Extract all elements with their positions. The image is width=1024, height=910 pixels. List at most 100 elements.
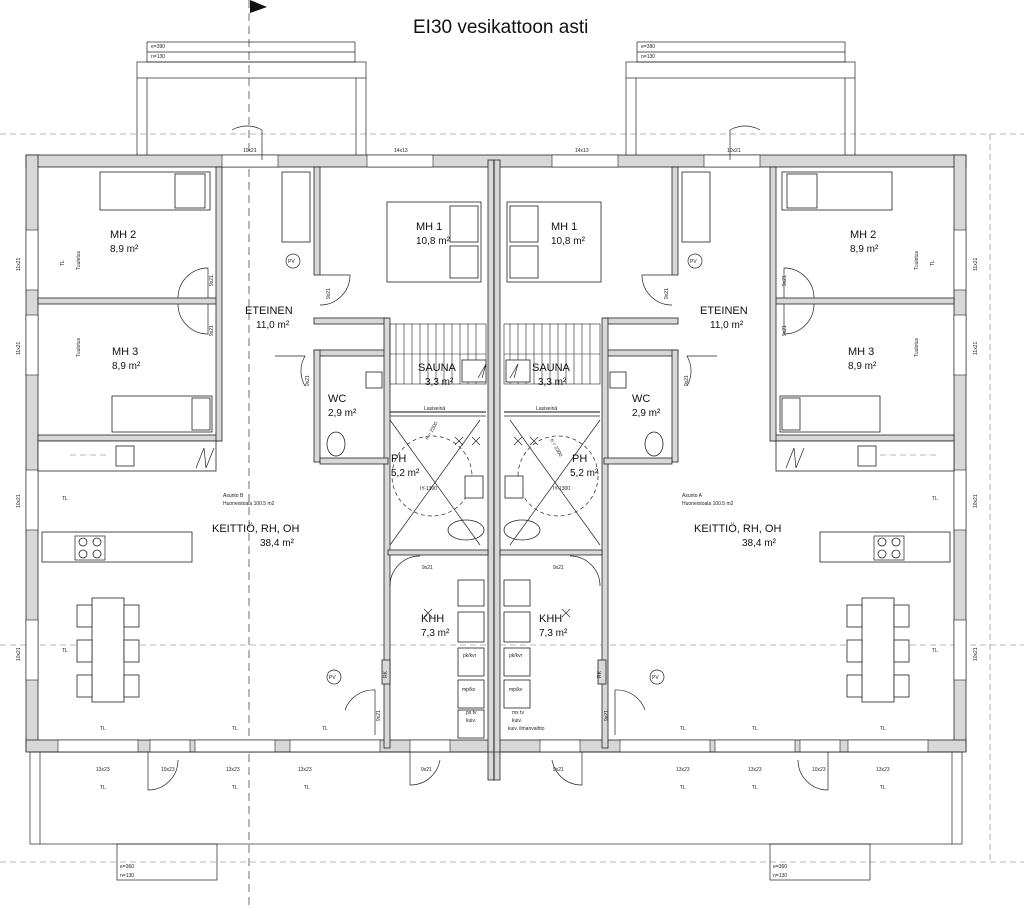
svg-text:mp/kv: mp/kv (462, 687, 476, 693)
svg-text:TL: TL (930, 260, 936, 266)
room-ph-left: PH (391, 453, 406, 465)
svg-text:9x21: 9x21 (664, 288, 670, 299)
svg-text:10x21: 10x21 (16, 647, 22, 661)
svg-text:Lasiseinä: Lasiseinä (536, 406, 557, 412)
svg-text:10,8 m²: 10,8 m² (416, 236, 451, 247)
svg-text:9x21: 9x21 (422, 565, 433, 571)
room-eteinen-right: ETEINEN (700, 305, 748, 317)
drawing-title: EI30 vesikattoon asti (413, 17, 588, 38)
svg-text:Tuuletus: Tuuletus (914, 251, 920, 270)
svg-text:3,3 m²: 3,3 m² (425, 377, 454, 388)
svg-text:n=130: n=130 (641, 54, 655, 60)
svg-text:kuiv.: kuiv. (466, 718, 476, 724)
svg-text:PV: PV (652, 675, 659, 681)
svg-text:PV: PV (329, 675, 336, 681)
svg-text:38,4 m²: 38,4 m² (742, 538, 777, 549)
room-eteinen-left: ETEINEN (245, 305, 293, 317)
svg-text:TL: TL (62, 648, 68, 654)
svg-text:ps tv: ps tv (466, 710, 477, 716)
svg-text:Huoneistoala 100.5 m2: Huoneistoala 100.5 m2 (223, 501, 275, 507)
svg-text:TL: TL (232, 785, 238, 791)
svg-text:PV: PV (690, 259, 697, 265)
svg-text:TL: TL (304, 785, 310, 791)
room-keittio-right: KEITTIÖ, RH, OH (694, 523, 781, 535)
svg-text:9x21: 9x21 (604, 710, 610, 721)
terrace-bottom: e=360 n=130 e=360 n=130 (29, 751, 963, 881)
svg-text:kuiv.: kuiv. (512, 718, 522, 724)
svg-text:11x21: 11x21 (973, 342, 979, 355)
room-khh-left: KHH (421, 613, 444, 625)
svg-text:9x21: 9x21 (684, 375, 690, 386)
room-mh2-right: MH 2 (850, 229, 876, 241)
svg-text:10x21: 10x21 (973, 647, 979, 661)
balcony-top-right: e=390 n=130 (625, 41, 856, 155)
svg-text:TL: TL (232, 726, 238, 732)
room-wc-right: WC (632, 393, 650, 405)
room-mh2-left: MH 2 (110, 229, 136, 241)
svg-text:7,3 m²: 7,3 m² (421, 628, 450, 639)
svg-text:13x23: 13x23 (96, 767, 110, 773)
svg-text:10x21: 10x21 (243, 148, 257, 154)
svg-text:RK: RK (597, 670, 603, 678)
light-symbols (423, 363, 571, 618)
svg-text:ms tv: ms tv (512, 710, 524, 716)
svg-text:e=390: e=390 (151, 44, 165, 50)
svg-text:h = 2300: h = 2300 (425, 421, 440, 441)
svg-text:Tuuletus: Tuuletus (76, 338, 82, 357)
room-wc-left: WC (328, 393, 346, 405)
room-mh3-right: MH 3 (848, 346, 874, 358)
unit-right: PV PV MH 2 8,9 m² MH 3 8,9 m² MH 1 10,8 … (499, 125, 979, 791)
svg-text:TL: TL (680, 785, 686, 791)
svg-text:e=360: e=360 (773, 864, 787, 870)
svg-text:14x13: 14x13 (394, 148, 408, 154)
svg-text:Huoneistoala 100.5 m2: Huoneistoala 100.5 m2 (682, 501, 734, 507)
svg-text:10,8 m²: 10,8 m² (551, 236, 586, 247)
svg-text:10x23: 10x23 (161, 767, 175, 773)
svg-text:Lasiseinä: Lasiseinä (424, 406, 445, 412)
svg-text:TL: TL (932, 648, 938, 654)
svg-text:TL: TL (62, 496, 68, 502)
svg-text:10x23: 10x23 (812, 767, 826, 773)
svg-text:TL: TL (322, 726, 328, 732)
svg-text:pk/kvr: pk/kvr (463, 653, 477, 659)
svg-text:10x21: 10x21 (727, 148, 741, 154)
room-sauna-right: SAUNA (532, 362, 571, 374)
svg-text:8,9 m²: 8,9 m² (110, 244, 139, 255)
north-flag-icon (250, 0, 267, 13)
svg-text:2,9 m²: 2,9 m² (328, 408, 357, 419)
svg-text:9x21: 9x21 (782, 325, 788, 336)
svg-text:13x23: 13x23 (748, 767, 762, 773)
svg-text:Asunto A: Asunto A (682, 493, 703, 499)
svg-text:IY-1300: IY-1300 (420, 486, 437, 492)
svg-text:9x21: 9x21 (326, 288, 332, 299)
svg-text:mp/kv: mp/kv (509, 687, 523, 693)
svg-text:TL: TL (752, 785, 758, 791)
svg-text:e=390: e=390 (641, 44, 655, 50)
svg-text:9x21: 9x21 (553, 767, 564, 773)
room-ph-right: PH (572, 453, 587, 465)
svg-text:Tuuletus: Tuuletus (914, 338, 920, 357)
svg-text:14x13: 14x13 (575, 148, 589, 154)
svg-text:11x21: 11x21 (16, 258, 22, 271)
balcony-top-left: e=390 n=130 (136, 41, 367, 155)
svg-text:5,2 m²: 5,2 m² (391, 468, 420, 479)
svg-text:pk/kvr: pk/kvr (509, 653, 523, 659)
svg-text:n=130: n=130 (120, 873, 134, 879)
svg-text:9x21: 9x21 (376, 710, 382, 721)
svg-text:TL: TL (880, 785, 886, 791)
svg-text:8,9 m²: 8,9 m² (112, 361, 141, 372)
svg-text:TL: TL (680, 726, 686, 732)
svg-text:9x21: 9x21 (209, 325, 215, 336)
svg-text:kuiv. ilmanvaihto: kuiv. ilmanvaihto (508, 726, 545, 732)
svg-text:Asunto B: Asunto B (223, 493, 244, 499)
svg-text:9x21: 9x21 (421, 767, 432, 773)
svg-text:TL: TL (100, 726, 106, 732)
svg-text:13x23: 13x23 (226, 767, 240, 773)
unit-left: PV PV MH 2 8,9 m² MH 3 8,9 m² MH 1 10,8 … (16, 125, 489, 791)
room-sauna-left: SAUNA (418, 362, 457, 374)
svg-text:IY-1300: IY-1300 (553, 486, 570, 492)
svg-text:TL: TL (932, 496, 938, 502)
svg-text:10x21: 10x21 (973, 494, 979, 508)
svg-text:9x21: 9x21 (782, 275, 788, 286)
svg-text:13x23: 13x23 (876, 767, 890, 773)
